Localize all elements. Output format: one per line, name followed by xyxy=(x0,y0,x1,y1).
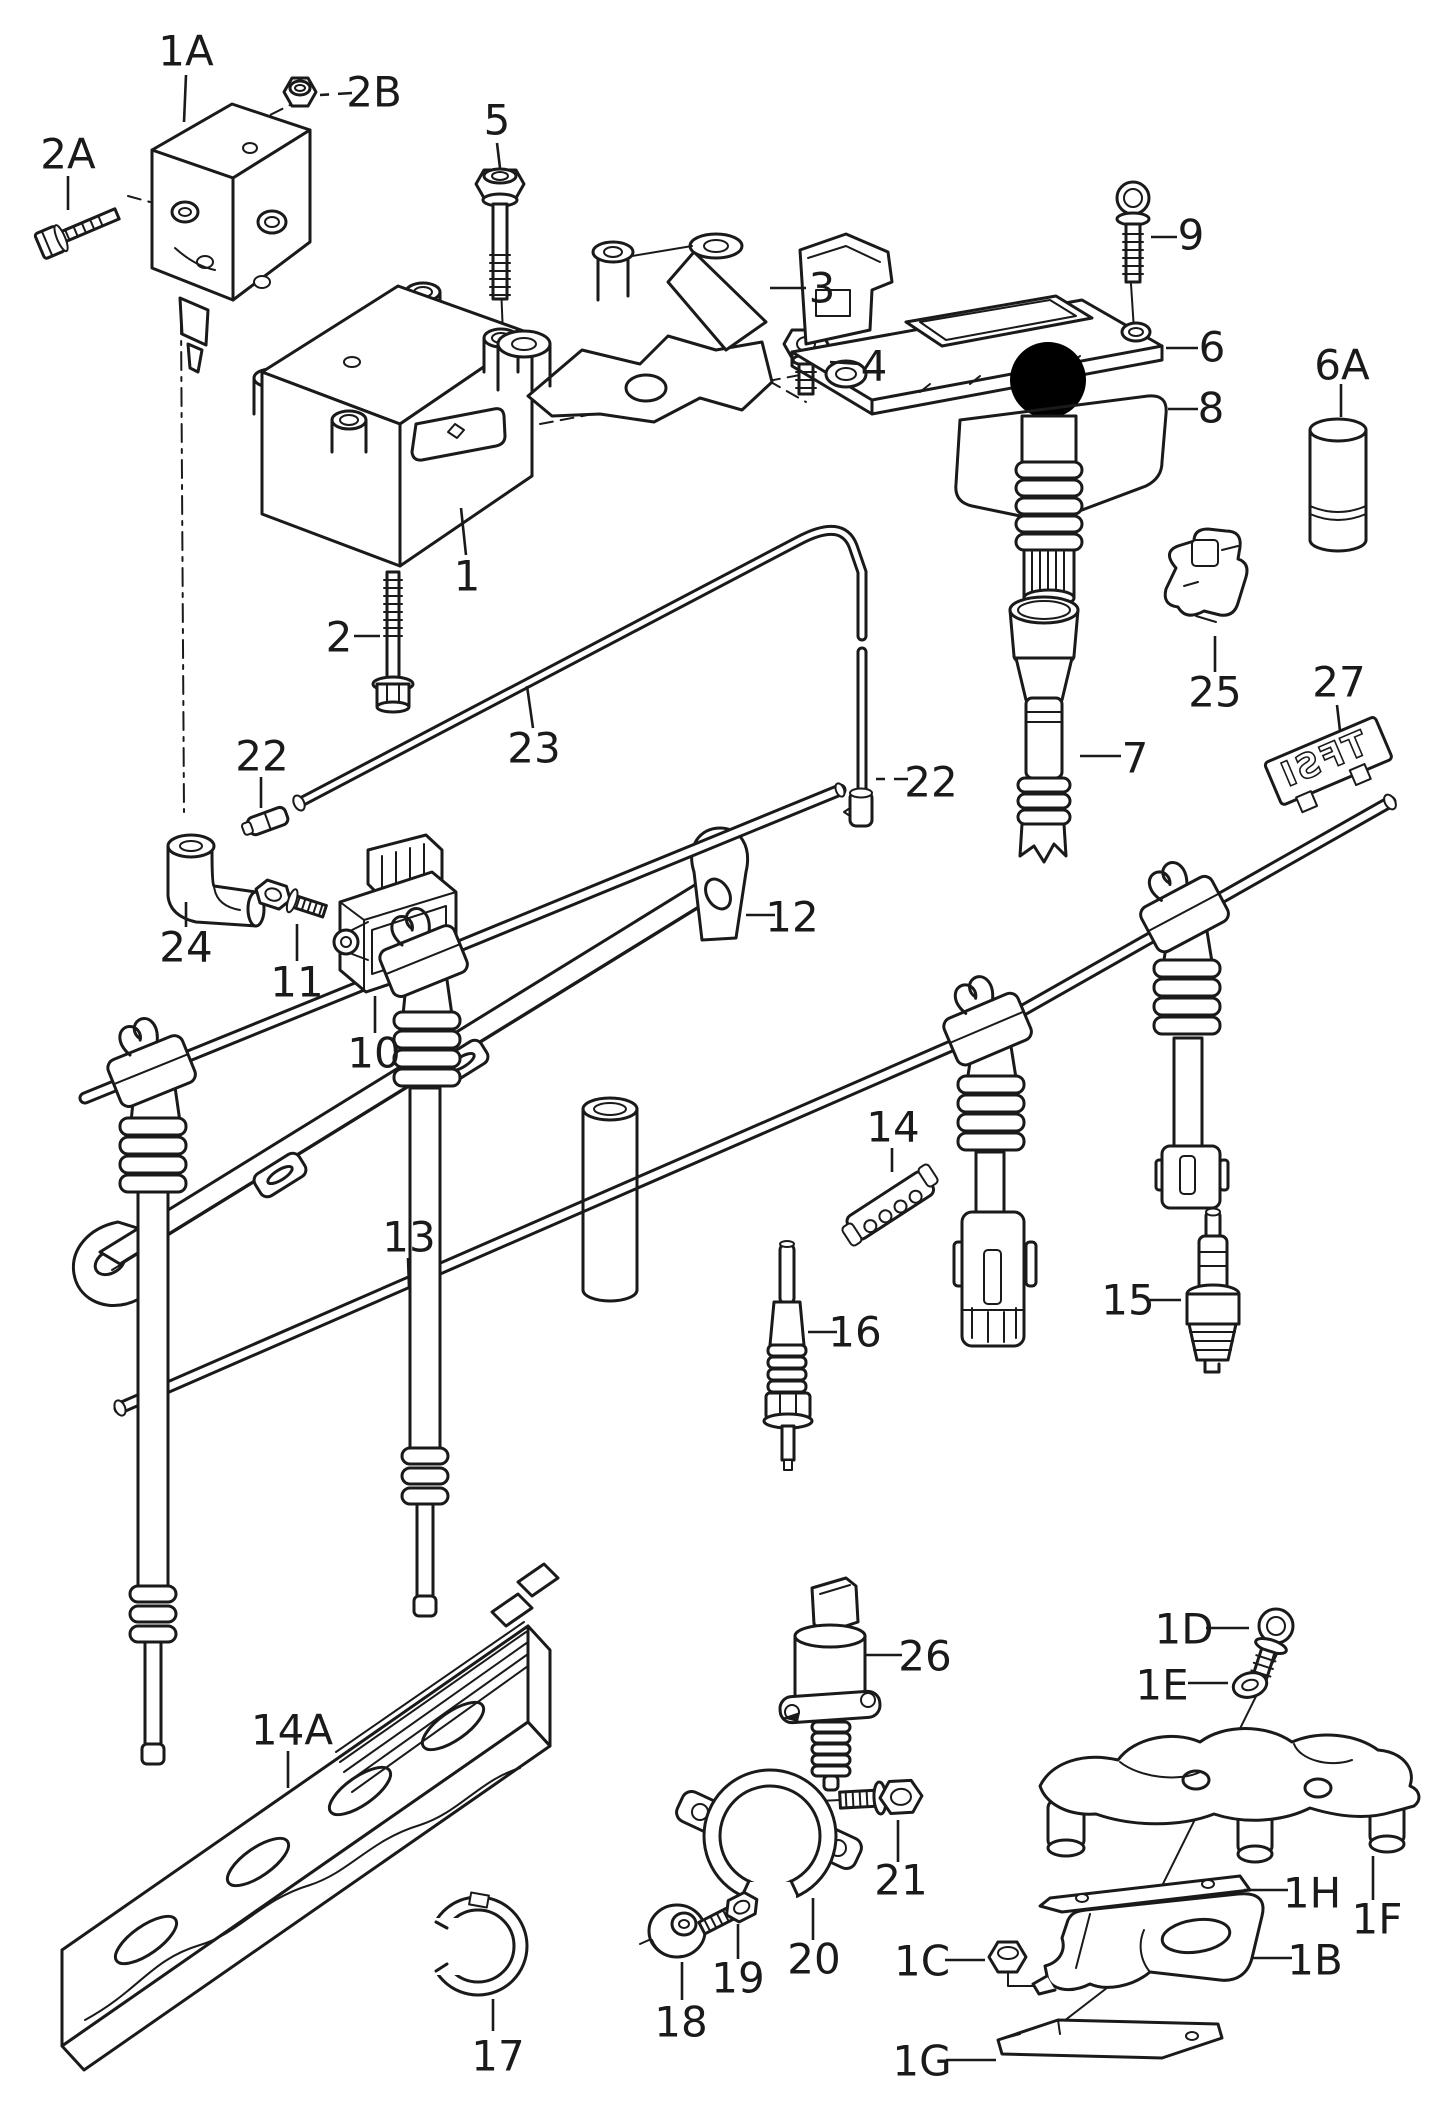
part-bolt-11 xyxy=(254,878,328,919)
part-coil-1a xyxy=(150,102,312,374)
callout-leader-1 xyxy=(459,507,468,556)
axis-line-bolt2a xyxy=(127,195,151,203)
callout-label-1H: 1H xyxy=(1283,1869,1341,1918)
callout-leader-1A xyxy=(182,74,188,123)
part-boot-a xyxy=(93,1006,200,1766)
part-washer-1e xyxy=(1231,1671,1269,1699)
callout-label-1G: 1G xyxy=(892,2037,951,2086)
callout-label-22: 22 xyxy=(904,758,957,807)
part-bracket-1b xyxy=(1031,1892,1265,1996)
callout-label-14A: 14A xyxy=(251,1706,333,1755)
callout-label-1F: 1F xyxy=(1352,1895,1403,1944)
callout-label-1D: 1D xyxy=(1154,1605,1213,1654)
part-bolt-21 xyxy=(838,1778,924,1816)
part-sensor-16 xyxy=(762,1240,814,1471)
callout-label-2: 2 xyxy=(326,613,353,662)
part-bolt-9 xyxy=(1115,180,1151,284)
callout-leader-2B xyxy=(319,91,353,97)
part-coil-6-tower xyxy=(1014,414,1084,608)
part-grease-6a xyxy=(1308,417,1368,553)
part-rail-14a xyxy=(60,1562,560,2072)
callout-label-17: 17 xyxy=(471,2032,524,2081)
callout-label-8: 8 xyxy=(1198,384,1225,433)
wire-end-cap xyxy=(834,782,846,798)
part-sleeve-cylinder xyxy=(581,1096,639,1303)
callout-label-1: 1 xyxy=(454,552,481,601)
part-boot-d xyxy=(1123,847,1234,1210)
part-coil-1 xyxy=(252,281,534,568)
part-coil-6 xyxy=(790,232,1164,418)
part-bracket-3 xyxy=(496,232,774,424)
part-clip-25 xyxy=(1163,527,1249,623)
callout-label-22: 22 xyxy=(235,732,288,781)
callout-label-12: 12 xyxy=(765,893,818,942)
callout-leader-4 xyxy=(829,360,861,366)
part-solenoid-26 xyxy=(778,1576,882,1792)
callout-label-26: 26 xyxy=(898,1632,951,1681)
wire-end-cap xyxy=(113,1399,127,1417)
callout-leader-27 xyxy=(1335,704,1342,732)
part-nut-1c xyxy=(987,1940,1028,1974)
part-plate-1g xyxy=(996,2018,1224,2060)
callout-label-27: 27 xyxy=(1312,658,1365,707)
part-boot-c xyxy=(928,963,1038,1348)
part-nut-2b xyxy=(282,76,318,108)
part-clip-22-left xyxy=(241,805,290,837)
part-tube-23 xyxy=(292,524,868,812)
callout-label-5: 5 xyxy=(484,96,511,145)
callout-label-1B: 1B xyxy=(1287,1936,1343,1985)
callout-label-19: 19 xyxy=(711,1954,764,2003)
callout-label-23: 23 xyxy=(507,724,560,773)
part-bolt-19 xyxy=(697,1890,759,1936)
callout-label-18: 18 xyxy=(654,1998,707,2047)
coil-tower xyxy=(330,409,368,454)
callout-label-1A: 1A xyxy=(158,27,214,76)
callout-label-3: 3 xyxy=(809,264,836,313)
part-washer-18 xyxy=(647,1903,707,1959)
part-clip-14 xyxy=(841,1163,939,1247)
callout-label-2A: 2A xyxy=(40,130,96,179)
part-spark-plug-15 xyxy=(1185,1207,1241,1374)
part-boot-b xyxy=(365,896,472,1618)
callout-label-24: 24 xyxy=(159,923,212,972)
redaction-dot xyxy=(1010,342,1086,418)
callout-label-15: 15 xyxy=(1101,1276,1154,1325)
callout-label-10: 10 xyxy=(347,1029,400,1078)
callout-leader-23 xyxy=(525,685,535,729)
axis-line-coil1a xyxy=(180,315,185,813)
part-bolt-5 xyxy=(474,167,526,301)
part-bolt-2a xyxy=(33,207,121,260)
callout-label-7: 7 xyxy=(1122,734,1149,783)
callout-label-20: 20 xyxy=(787,1935,840,1984)
callout-label-14: 14 xyxy=(866,1103,919,1152)
part-screw-2 xyxy=(371,570,415,714)
callout-leader-13 xyxy=(406,1257,411,1288)
callout-label-6: 6 xyxy=(1199,323,1226,372)
part-elbow-24 xyxy=(166,833,266,928)
callout-label-25: 25 xyxy=(1188,668,1241,717)
part-connector-7 xyxy=(1008,595,1080,864)
part-clamp-20 xyxy=(675,1768,863,1916)
callout-label-2B: 2B xyxy=(346,68,402,117)
callout-label-1C: 1C xyxy=(894,1937,950,1986)
callout-label-9: 9 xyxy=(1178,211,1205,260)
callout-label-16: 16 xyxy=(828,1308,881,1357)
callout-label-21: 21 xyxy=(874,1856,927,1905)
callout-label-1E: 1E xyxy=(1135,1661,1188,1710)
part-clip-22-right xyxy=(843,787,874,828)
part-gasket-8 xyxy=(954,394,1168,522)
wire-end-cap xyxy=(1383,793,1397,811)
callout-leader-5 xyxy=(495,142,502,169)
part-clamp-17 xyxy=(420,1891,529,1997)
callout-label-11: 11 xyxy=(270,958,323,1007)
callout-label-13: 13 xyxy=(382,1213,435,1262)
part-casting-1f xyxy=(1038,1727,1421,1864)
callout-label-4: 4 xyxy=(861,342,888,391)
callout-label-6A: 6A xyxy=(1314,341,1370,390)
part-plate-1h xyxy=(1038,1874,1252,1914)
